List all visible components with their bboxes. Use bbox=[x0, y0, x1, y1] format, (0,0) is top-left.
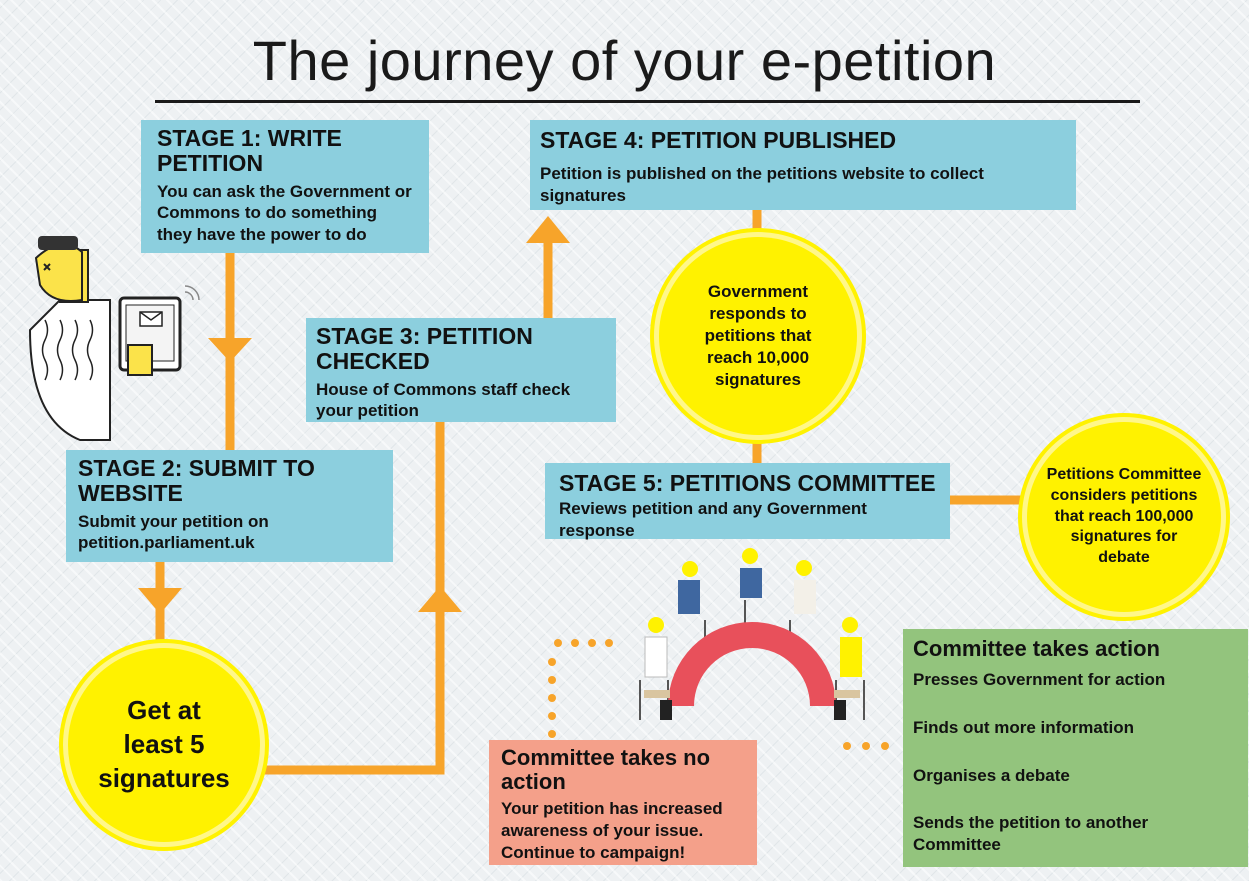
action-heading: Committee takes action bbox=[913, 636, 1160, 661]
no-action-heading: Committee takes no action bbox=[501, 745, 711, 795]
no-action-text: Your petition has increased awareness of… bbox=[501, 799, 723, 862]
government-response-circle: Government responds to petitions that re… bbox=[659, 237, 857, 435]
stage2-text: Submit your petition on petition.parliam… bbox=[78, 511, 269, 553]
arrow-down-1 bbox=[208, 338, 252, 362]
title-underline bbox=[155, 100, 1140, 103]
stage1-heading: STAGE 1: WRITE PETITION bbox=[157, 125, 342, 177]
signatures-circle: Get at least 5 signatures bbox=[68, 648, 260, 842]
stage3-box: STAGE 3: PETITION CHECKED House of Commo… bbox=[306, 318, 616, 422]
action-item: Presses Government for action bbox=[913, 670, 1166, 690]
signatures-circle-text: Get at least 5 signatures bbox=[98, 695, 230, 793]
stage4-box: STAGE 4: PETITION PUBLISHED Petition is … bbox=[530, 120, 1076, 210]
action-item: Finds out more information bbox=[913, 717, 1134, 737]
arrow-down-2 bbox=[138, 588, 182, 614]
committee-members-icon bbox=[639, 548, 865, 720]
action-item: Organises a debate bbox=[913, 765, 1070, 785]
stage3-text: House of Commons staff check your petiti… bbox=[316, 379, 571, 421]
stage4-text: Petition is published on the petitions w… bbox=[540, 164, 984, 206]
arrow-up-4 bbox=[526, 216, 570, 243]
stage1-box: STAGE 1: WRITE PETITION You can ask the … bbox=[141, 120, 429, 253]
government-response-text: Government responds to petitions that re… bbox=[704, 281, 812, 390]
committee-debate-circle: Petitions Committee considers petitions … bbox=[1027, 422, 1221, 612]
stage2-heading: STAGE 2: SUBMIT TO WEBSITE bbox=[78, 455, 315, 507]
action-box: Committee takes action Presses Governmen… bbox=[903, 629, 1248, 867]
committee-debate-text: Petitions Committee considers petitions … bbox=[1046, 466, 1202, 567]
stage3-heading: STAGE 3: PETITION CHECKED bbox=[316, 323, 533, 375]
no-action-box: Committee takes no action Your petition … bbox=[489, 740, 757, 865]
stage5-heading: STAGE 5: PETITIONS COMMITTEE bbox=[559, 470, 936, 496]
stage4-heading: STAGE 4: PETITION PUBLISHED bbox=[540, 127, 897, 153]
stage2-box: STAGE 2: SUBMIT TO WEBSITE Submit your p… bbox=[66, 450, 393, 562]
stage1-text: You can ask the Government or Commons to… bbox=[157, 181, 412, 245]
action-item: Sends the petition to another Committee bbox=[913, 813, 1149, 855]
stage5-box: STAGE 5: PETITIONS COMMITTEE Reviews pet… bbox=[545, 463, 950, 541]
stage5-text: Reviews petition and any Government resp… bbox=[559, 499, 867, 541]
page-title: The journey of your e-petition bbox=[252, 29, 997, 92]
person-icon bbox=[28, 236, 200, 441]
arrow-up-3 bbox=[418, 586, 462, 612]
